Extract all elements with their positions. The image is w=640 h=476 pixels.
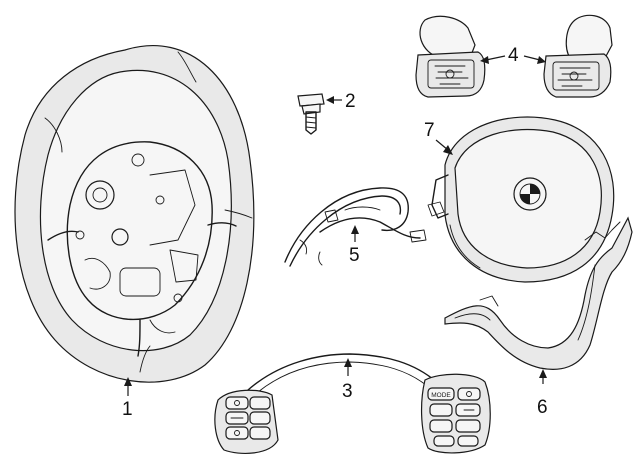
callout-3: 3 [342, 381, 353, 402]
callout-2: 2 [345, 91, 356, 112]
callout-6: 6 [537, 397, 548, 418]
paddle-shifters [415, 14, 613, 98]
callout-1: 1 [122, 399, 133, 420]
mode-button-label: MODE [431, 392, 451, 399]
trim-cover [444, 216, 633, 384]
wire-harness [284, 187, 427, 267]
callout-7: 7 [424, 120, 435, 141]
steering-wheel [14, 45, 255, 396]
airbag [427, 116, 615, 283]
screw [297, 93, 342, 135]
switch-assembly: MODE [214, 353, 491, 455]
callout-4: 4 [508, 45, 519, 66]
callout-5: 5 [349, 245, 360, 266]
